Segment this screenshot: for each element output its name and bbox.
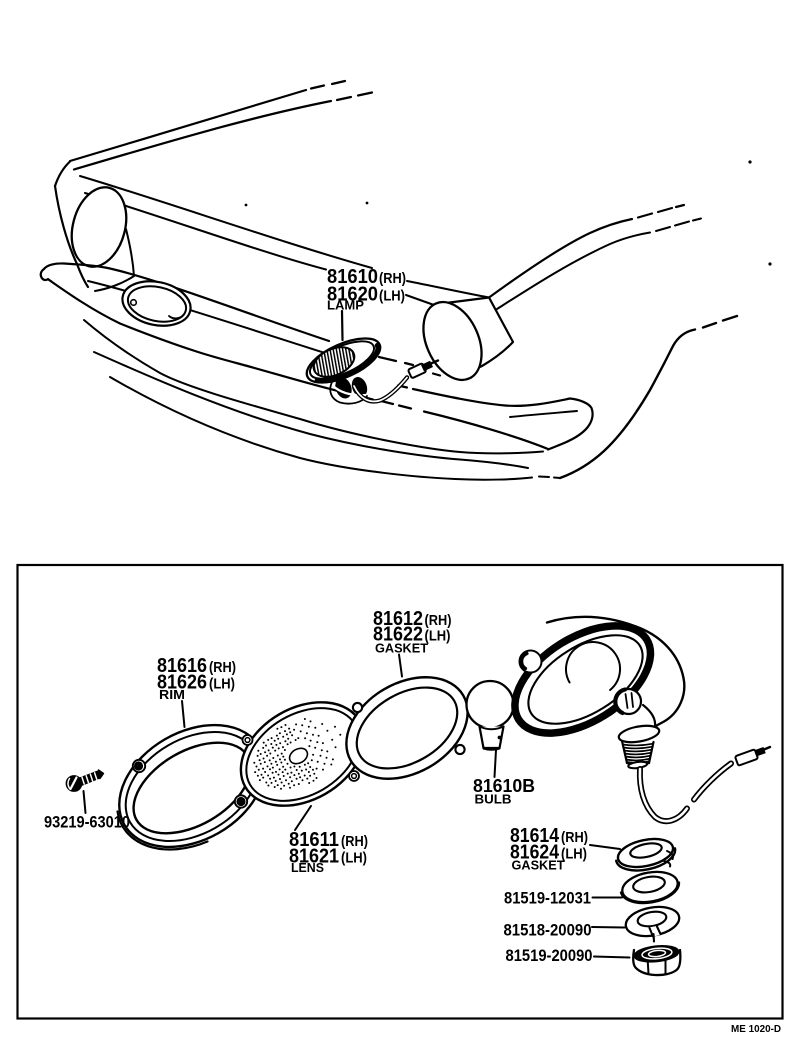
svg-text:(LH): (LH) <box>379 289 405 305</box>
svg-text:81610: 81610 <box>327 266 378 288</box>
svg-text:ME 1020-D: ME 1020-D <box>731 1024 781 1035</box>
svg-text:LENS: LENS <box>291 861 324 875</box>
svg-text:LAMP: LAMP <box>327 299 364 313</box>
svg-text:(LH): (LH) <box>209 677 235 693</box>
svg-text:(LH): (LH) <box>341 851 367 867</box>
svg-text:81612: 81612 <box>373 608 423 630</box>
svg-text:93219-63010: 93219-63010 <box>44 813 130 832</box>
svg-text:(LH): (LH) <box>425 629 451 645</box>
svg-text:81519-20090: 81519-20090 <box>506 946 593 965</box>
svg-text:81518-20090: 81518-20090 <box>504 921 592 940</box>
svg-text:81626: 81626 <box>157 672 207 694</box>
svg-text:81610B: 81610B <box>473 775 535 796</box>
svg-text:81620: 81620 <box>327 284 378 306</box>
svg-text:BULB: BULB <box>475 793 512 807</box>
svg-text:81622: 81622 <box>373 624 423 646</box>
svg-text:(LH): (LH) <box>561 847 587 863</box>
svg-text:81621: 81621 <box>289 846 339 868</box>
svg-text:(RH): (RH) <box>341 834 368 850</box>
svg-text:81624: 81624 <box>510 842 560 864</box>
svg-text:81611: 81611 <box>289 829 339 851</box>
svg-text:(RH): (RH) <box>379 271 406 287</box>
svg-text:81616: 81616 <box>157 655 207 677</box>
svg-text:(RH): (RH) <box>425 613 452 629</box>
svg-text:(RH): (RH) <box>209 660 236 676</box>
svg-text:RIM: RIM <box>159 688 185 702</box>
svg-text:81519-12031: 81519-12031 <box>504 889 591 908</box>
svg-text:81614: 81614 <box>510 825 560 847</box>
svg-text:GASKET: GASKET <box>375 642 428 656</box>
svg-text:(RH): (RH) <box>561 830 588 846</box>
svg-text:GASKET: GASKET <box>512 859 565 873</box>
